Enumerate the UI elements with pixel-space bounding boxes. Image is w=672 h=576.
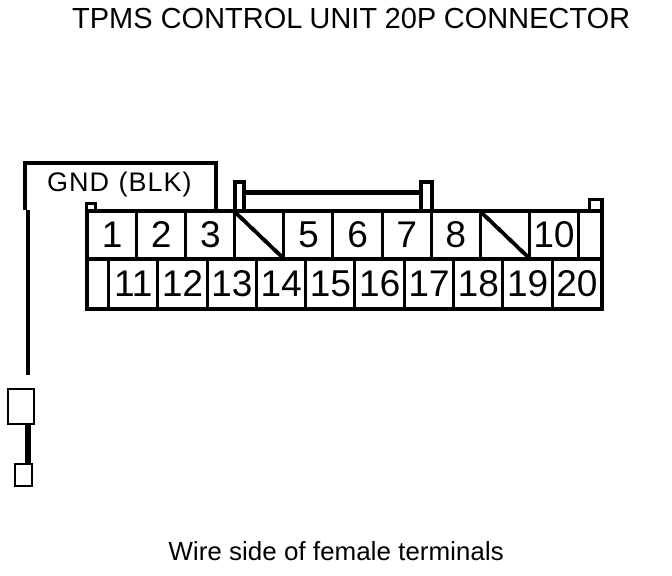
wire-label-text: GND (BLK): [47, 167, 193, 197]
pin-cell-10: 10: [530, 213, 580, 257]
wire-label-box: GND (BLK): [23, 161, 218, 210]
diagram-caption: Wire side of female terminals: [168, 536, 504, 566]
pin-cell-12: 12: [159, 261, 209, 307]
terminal-symbol-small: [14, 463, 33, 487]
pin-cell-3: 3: [187, 213, 237, 257]
pin-cell-2: 2: [138, 213, 188, 257]
connector-lock-post-left: [233, 180, 246, 209]
wire-line-lower: [25, 424, 31, 464]
connector-lock-post-right: [419, 180, 434, 209]
pin-cell-8: 8: [432, 213, 482, 257]
pin-cell-7: 7: [383, 213, 433, 257]
pin-cell-6: 6: [334, 213, 384, 257]
pin-cell-20: 20: [553, 261, 600, 307]
blocked-cell: [481, 213, 531, 257]
terminal-symbol-large: [7, 388, 35, 425]
diagram-title: TPMS CONTROL UNIT 20P CONNECTOR: [72, 3, 631, 35]
housing-notch-right: [588, 198, 604, 209]
pin-cell-18: 18: [455, 261, 505, 307]
pin-cell-17: 17: [405, 261, 456, 307]
pin-cell-11: 11: [110, 261, 160, 307]
blank-cell: [89, 261, 110, 307]
pin-cell-1: 1: [89, 213, 139, 257]
connector-lock-bar: [243, 190, 421, 195]
blocked-cell: [236, 213, 286, 257]
wire-line: [26, 210, 30, 375]
pin-cell-16: 16: [356, 261, 406, 307]
pin-cell-15: 15: [307, 261, 357, 307]
pin-cell-19: 19: [504, 261, 554, 307]
pin-cell-14: 14: [257, 261, 308, 307]
pin-cell-5: 5: [285, 213, 335, 257]
pin-cell-13: 13: [208, 261, 258, 307]
housing-tab-left: [85, 202, 97, 209]
